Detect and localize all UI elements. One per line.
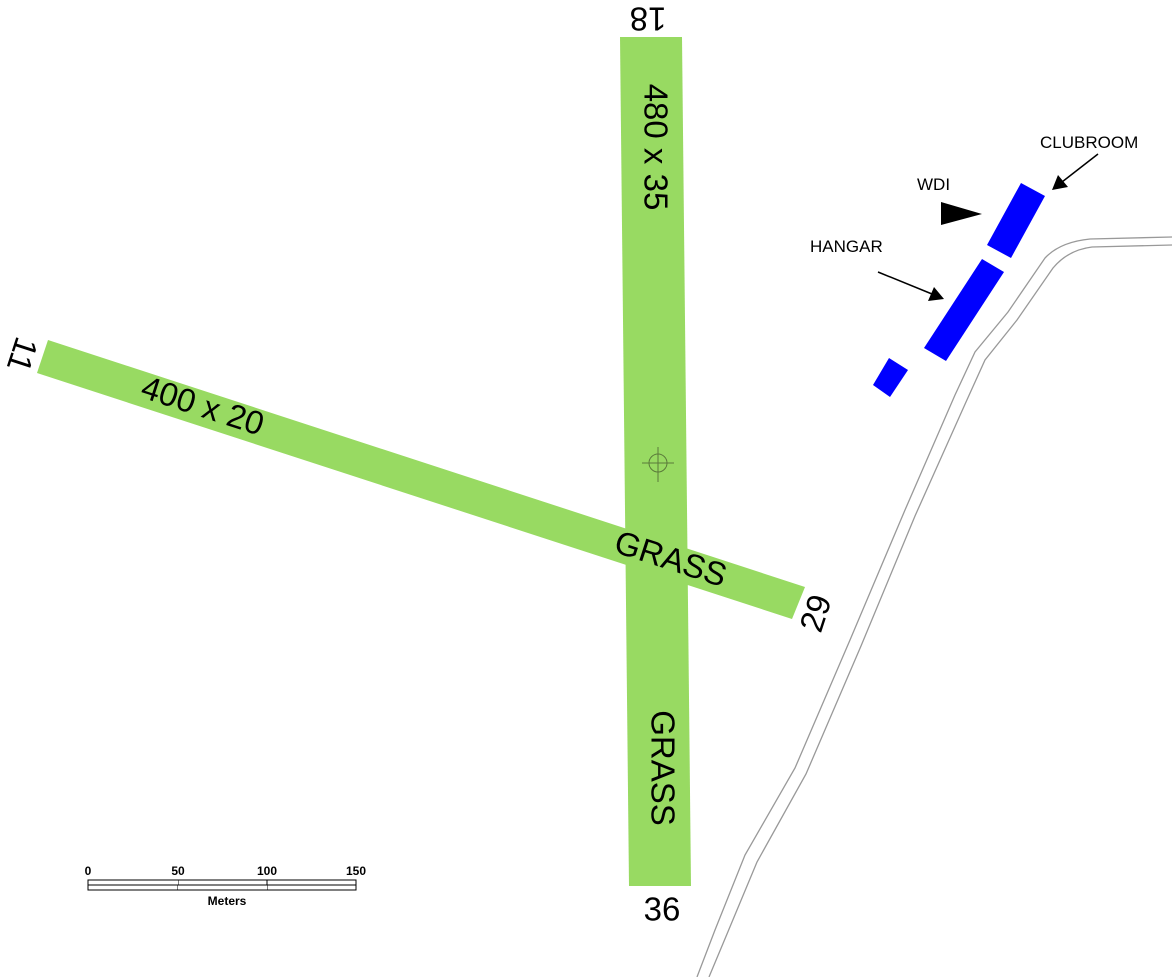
scale-unit-label: Meters [208, 894, 247, 908]
runway-11-29-dimensions: 400 x 20 [137, 368, 269, 442]
triangle-icon [941, 202, 982, 225]
scale-tick-0: 0 [85, 864, 92, 878]
runway-18-36: 480 x 35 GRASS 18 36 [620, 0, 691, 928]
clubroom-arrow [1052, 153, 1099, 190]
scale-tick-100: 100 [257, 864, 277, 878]
scale-tick-150: 150 [346, 864, 366, 878]
small-building [873, 358, 908, 397]
road-edge-outer [696, 236, 1172, 977]
scale-tick-50: 50 [171, 864, 185, 878]
runway-11-29: 400 x 20 GRASS 11 29 [0, 333, 839, 636]
hangar-building [924, 259, 1004, 361]
crosshair-icon [642, 447, 674, 482]
runway-18-36-surface-label: GRASS [644, 710, 681, 826]
hangar-arrow [877, 271, 944, 301]
runway-11-29-surface [37, 340, 805, 619]
hangar-label: HANGAR [810, 237, 883, 256]
feature-labels: CLUBROOM WDI HANGAR [810, 133, 1138, 301]
buildings [873, 183, 1045, 397]
runway-end-36: 36 [644, 891, 681, 928]
clubroom-label: CLUBROOM [1040, 133, 1138, 152]
runway-18-36-dimensions: 480 x 35 [637, 84, 674, 211]
wdi-label: WDI [917, 175, 950, 194]
road [696, 236, 1172, 977]
scale-bar: 0 50 100 150 Meters [85, 864, 367, 908]
clubroom-building [987, 183, 1045, 258]
runway-end-18: 18 [630, 0, 667, 37]
road-edge-inner [708, 244, 1172, 977]
runway-18-36-surface [620, 37, 691, 886]
